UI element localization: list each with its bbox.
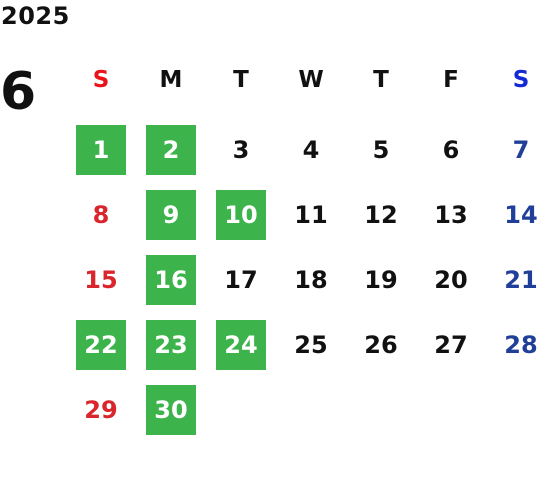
day-cell-17[interactable]: 17: [224, 266, 258, 294]
day-cell-26[interactable]: 26: [364, 331, 398, 359]
day-cell-3[interactable]: 3: [232, 136, 250, 164]
day-cell-5[interactable]: 5: [372, 136, 390, 164]
day-cell-9[interactable]: 9: [146, 190, 196, 240]
day-cell-8[interactable]: 8: [92, 201, 110, 229]
day-cell-6[interactable]: 6: [442, 136, 460, 164]
day-cell-27[interactable]: 27: [434, 331, 468, 359]
day-cell-15[interactable]: 15: [84, 266, 118, 294]
day-cell-10[interactable]: 10: [216, 190, 266, 240]
day-cell-22[interactable]: 22: [76, 320, 126, 370]
weekday-header-tue: T: [233, 67, 249, 93]
day-cell-20[interactable]: 20: [434, 266, 468, 294]
day-cell-13[interactable]: 13: [434, 201, 468, 229]
weekday-header-sat: S: [512, 67, 530, 93]
calendar-month: 6: [0, 62, 37, 122]
weekday-header-mon: M: [159, 67, 183, 93]
day-cell-14[interactable]: 14: [504, 201, 538, 229]
day-cell-4[interactable]: 4: [302, 136, 320, 164]
weekday-header-wed: W: [298, 67, 324, 93]
day-cell-21[interactable]: 21: [504, 266, 538, 294]
weekday-header-thu: T: [373, 67, 389, 93]
day-cell-25[interactable]: 25: [294, 331, 328, 359]
day-cell-12[interactable]: 12: [364, 201, 398, 229]
weekday-header-sun: S: [92, 67, 110, 93]
day-cell-29[interactable]: 29: [84, 396, 118, 424]
day-cell-18[interactable]: 18: [294, 266, 328, 294]
day-cell-28[interactable]: 28: [504, 331, 538, 359]
calendar-year: 2025: [1, 2, 70, 30]
day-cell-23[interactable]: 23: [146, 320, 196, 370]
day-cell-24[interactable]: 24: [216, 320, 266, 370]
weekday-header-fri: F: [443, 67, 459, 93]
day-cell-2[interactable]: 2: [146, 125, 196, 175]
day-cell-19[interactable]: 19: [364, 266, 398, 294]
day-cell-11[interactable]: 11: [294, 201, 328, 229]
day-cell-30[interactable]: 30: [146, 385, 196, 435]
day-cell-1[interactable]: 1: [76, 125, 126, 175]
day-cell-7[interactable]: 7: [512, 136, 530, 164]
day-cell-16[interactable]: 16: [146, 255, 196, 305]
